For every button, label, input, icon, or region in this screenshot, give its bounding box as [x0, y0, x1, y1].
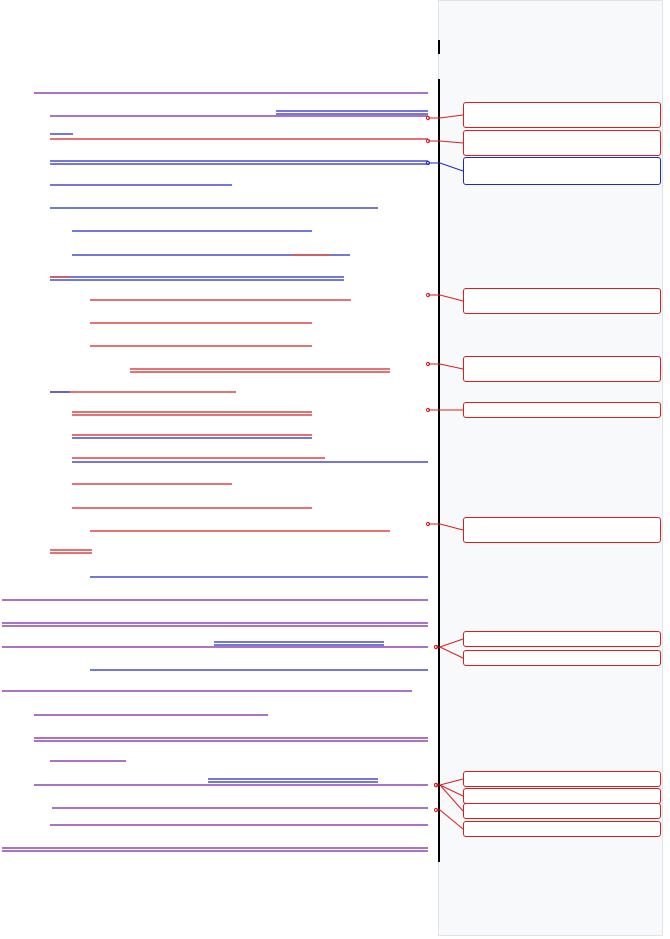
- comment-balloon[interactable]: [463, 288, 661, 314]
- comment-balloon[interactable]: [463, 788, 661, 804]
- comment-balloon[interactable]: [463, 803, 661, 819]
- redacted-text-line: [214, 641, 384, 646]
- redacted-text-line: [208, 778, 378, 783]
- redacted-text-line: [50, 160, 428, 165]
- comment-balloon[interactable]: [463, 517, 661, 543]
- redacted-text-line: [130, 368, 390, 373]
- document-margin-rule: [438, 79, 440, 862]
- redacted-text-line: [2, 622, 428, 627]
- redacted-text-line: [50, 549, 92, 554]
- comment-balloon[interactable]: [463, 130, 661, 156]
- redacted-text-line: [50, 276, 344, 281]
- redacted-text-line: [2, 847, 428, 852]
- comment-balloon[interactable]: [463, 771, 661, 787]
- redacted-text-line: [34, 737, 428, 742]
- comment-balloon[interactable]: [463, 402, 661, 418]
- comment-balloon[interactable]: [463, 631, 661, 647]
- header-rule-tick: [438, 40, 440, 54]
- comment-balloon[interactable]: [463, 356, 661, 382]
- comment-balloon[interactable]: [463, 821, 661, 837]
- comment-balloon[interactable]: [463, 157, 661, 185]
- comment-balloon[interactable]: [463, 102, 661, 128]
- redacted-text-line: [276, 110, 428, 115]
- redacted-text-line: [72, 411, 312, 416]
- comment-balloon[interactable]: [463, 650, 661, 666]
